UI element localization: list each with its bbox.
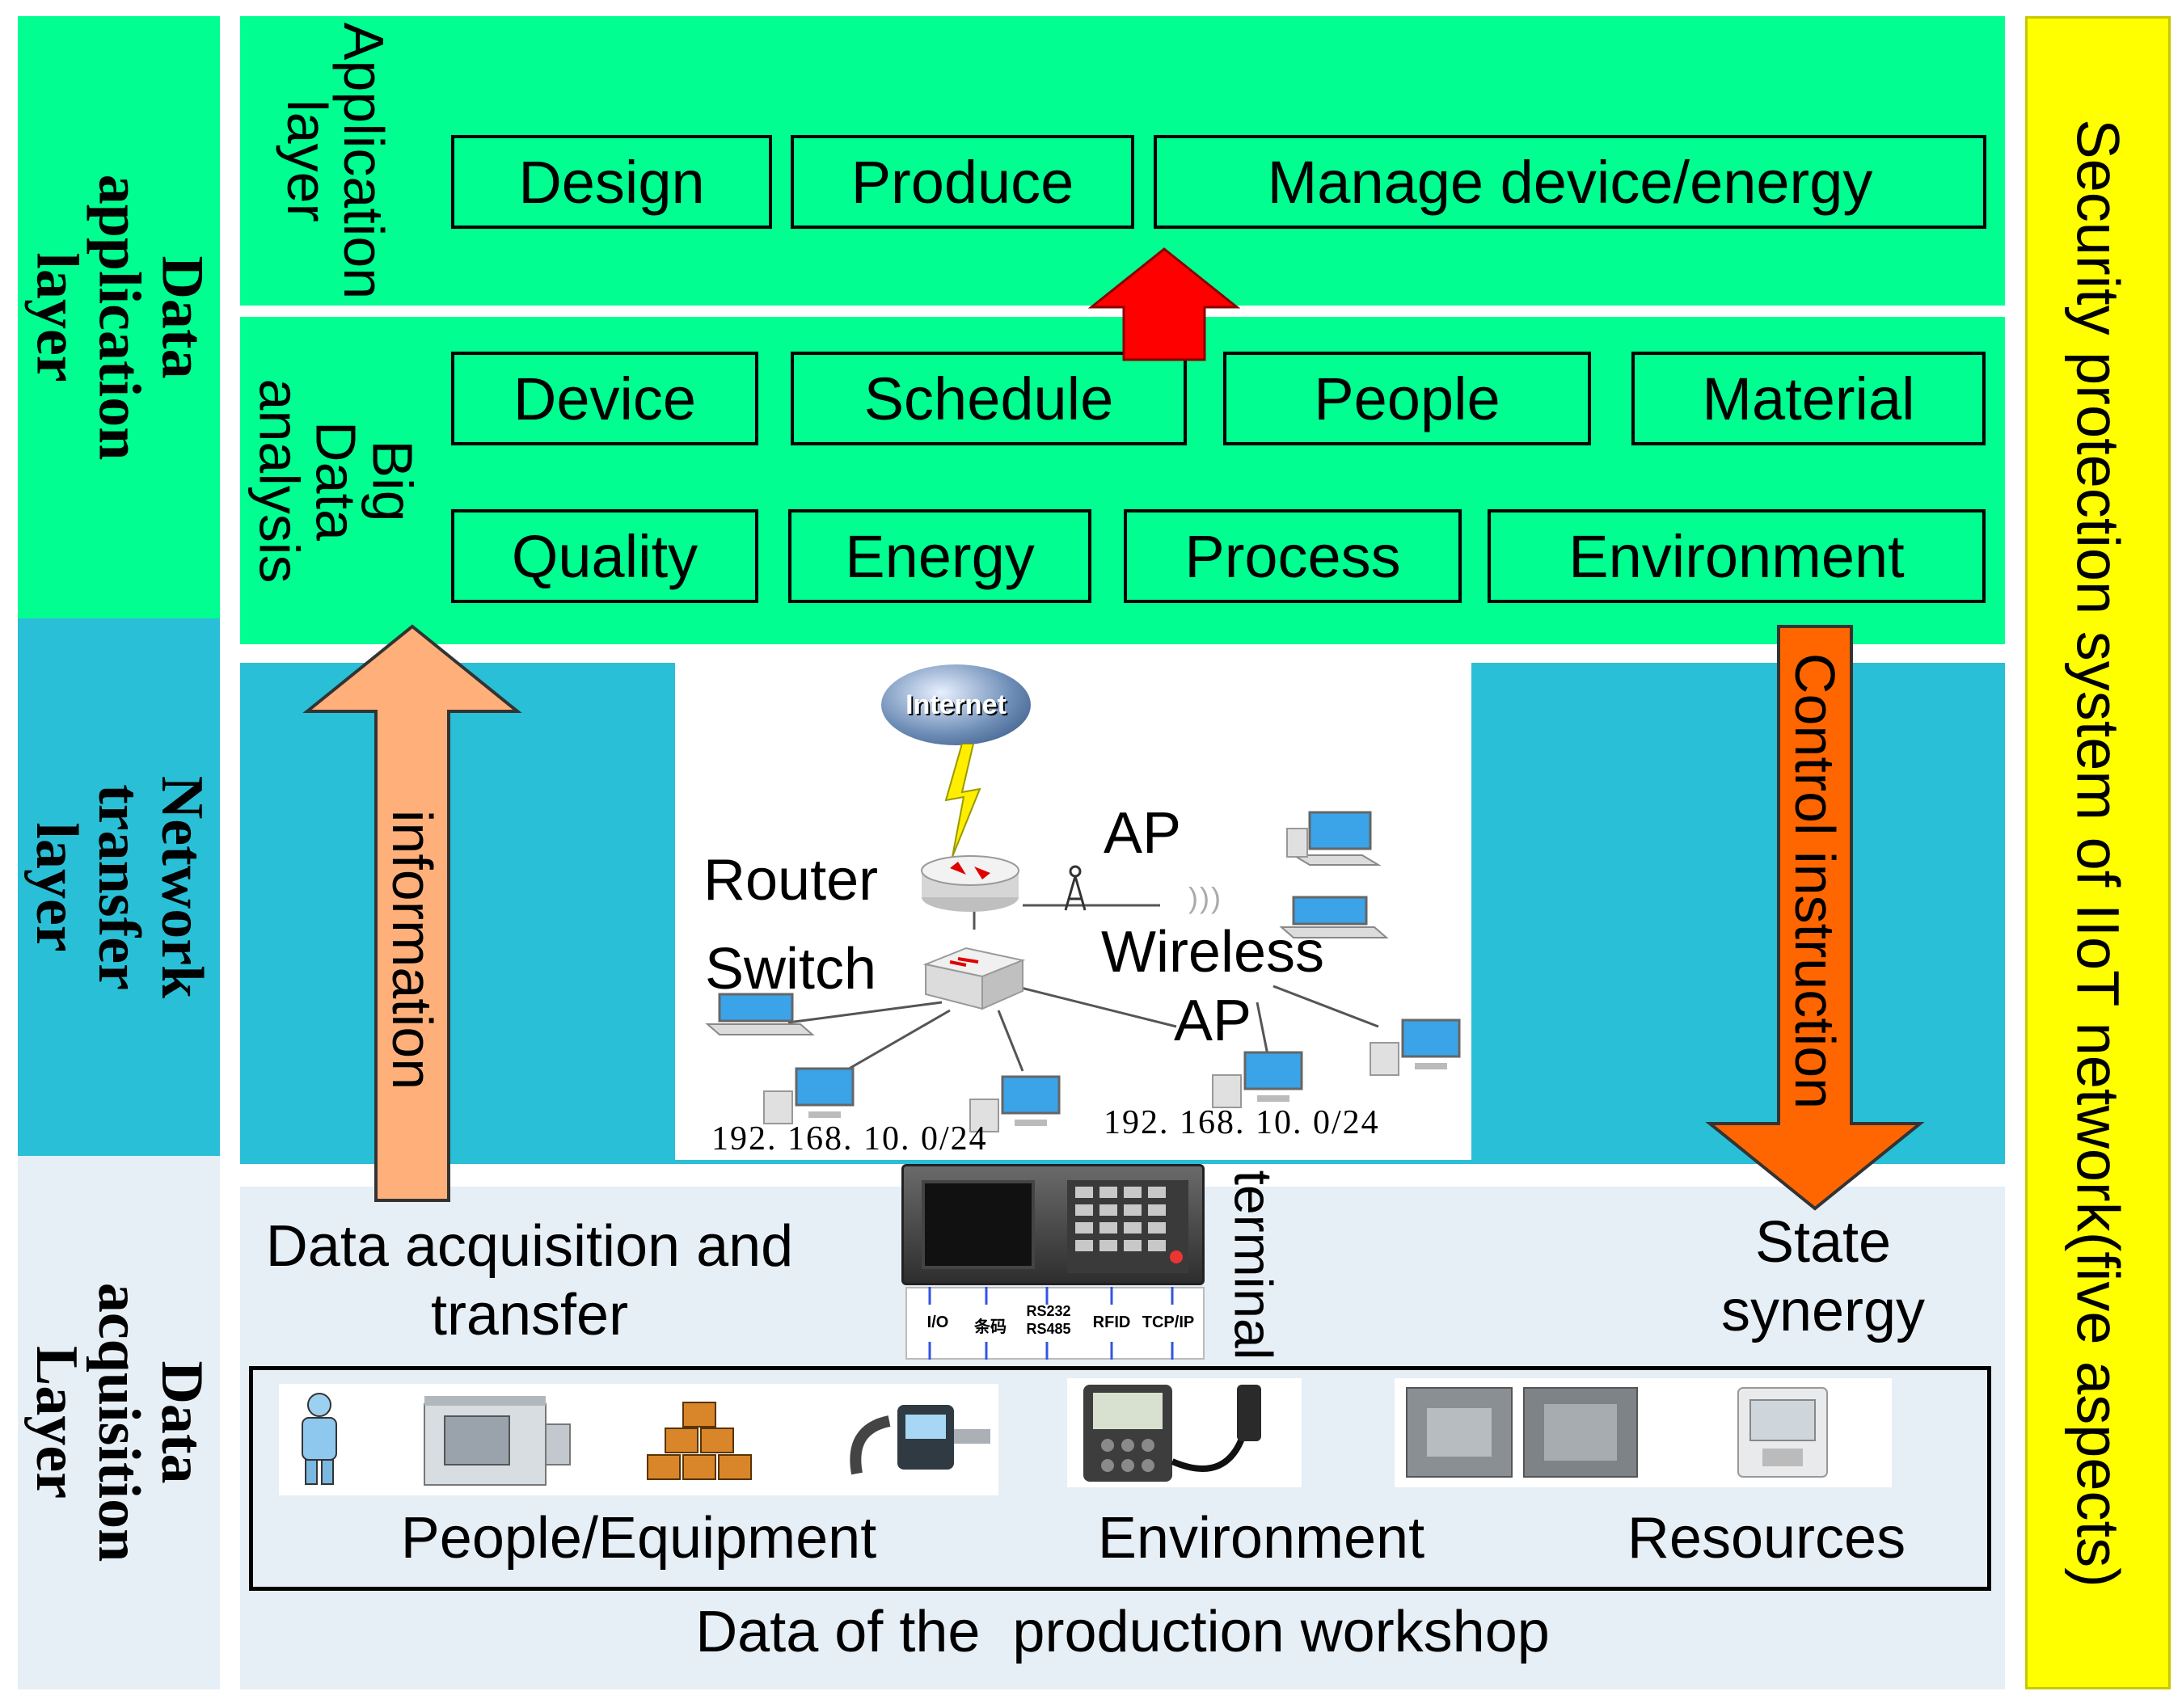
layer-band-network-transfer [18,618,220,1156]
workshop-group-people-equipment: People/Equipment [400,1506,877,1571]
desktop-pc-icon [969,1075,1061,1132]
information-label-wrap: information [376,711,449,1188]
terminal-port-strip [905,1287,1205,1360]
desktop-pc-icon [763,1067,855,1124]
ip-left-label: 192. 168. 10. 0/24 [711,1120,988,1158]
micrometer-icon [850,1405,990,1475]
laptop-icon [705,993,815,1035]
control-label-wrap: Control instruction [1779,639,1851,1124]
router-label: Router [703,848,879,913]
acq-left-caption: Data acquisition and transfer [265,1214,794,1347]
layer-label-data-application-wrap: Data application layer [18,16,220,618]
router-icon [921,855,1019,912]
terminal-label-wrap: terminal [1217,1164,1289,1366]
workshop-group-resources: Resources [1627,1506,1906,1571]
bd-item-material: Material [1631,352,1986,445]
desktop-pc-icon [1212,1051,1303,1108]
control-instruction-arrow [1705,625,1925,1211]
terminal-screen [922,1180,1035,1269]
app-item-produce: Produce [791,135,1134,229]
port-label-tcpip: TCP/IP [1142,1314,1195,1331]
worker-icon [302,1393,337,1485]
environment-meter-icon [1083,1385,1261,1482]
terminal-label: terminal [1223,1170,1283,1360]
ip-right-label: 192. 168. 10. 0/24 [1104,1104,1380,1141]
switch-icon [922,947,1026,1010]
layer-label-data-application: Data application layer [23,174,216,461]
port-lines [928,1287,1174,1360]
application-layer-label: Application layer [276,22,396,300]
workshop-caption: Data of the production workshop [695,1600,1550,1664]
cnc-machine-icon [424,1396,571,1486]
bd-item-quality: Quality [451,509,758,603]
app-item-design: Design [451,135,772,229]
layer-label-data-acquisition-wrap: Data acquisition Layer [18,1156,220,1689]
layer-band-data-acquisition [18,1156,220,1689]
layer-band-data-application [18,16,220,618]
people-equipment-image-strip [279,1384,998,1495]
bd-item-people: People [1223,352,1591,445]
laptop-icon [1279,896,1389,938]
electric-meter-icon [1737,1387,1828,1478]
port-label-rfid: RFID [1092,1314,1131,1331]
wifi-signal-icon: ))) [1188,881,1222,914]
laptop-icon [1286,811,1382,866]
bd-item-device: Device [451,352,758,445]
application-layer-label-wrap: Application layer [243,16,428,306]
layer-label-data-acquisition: Data acquisition Layer [23,1283,216,1563]
big-data-label: Big Data analysis [247,378,424,583]
acq-right-caption: State synergy [1720,1210,1926,1343]
port-label-barcode: 条码 [974,1318,1007,1336]
security-band [2025,16,2171,1689]
bd-item-schedule: Schedule [791,352,1187,445]
terminal-keypad-icon [1067,1180,1188,1273]
workshop-group-environment: Environment [1097,1506,1425,1571]
bd-item-energy: Energy [788,509,1091,603]
mold-icon [1406,1387,1638,1478]
switch-label: Switch [705,937,877,1002]
red-up-arrow [1087,247,1241,361]
app-item-manage: Manage device/energy [1154,135,1986,229]
lightning-icon [944,744,981,857]
information-arrow [302,624,522,1202]
information-label: information [381,809,444,1090]
desktop-pc-icon [1370,1018,1461,1076]
security-label: Security protection system of IIoT netwo… [2064,118,2132,1588]
layer-label-network-transfer: Network transfer layer [23,775,216,999]
network-links [787,897,1379,1084]
big-data-label-wrap: Big Data analysis [243,317,428,644]
layer-label-network-transfer-wrap: Network transfer layer [18,618,220,1156]
control-label: Control instruction [1783,652,1847,1110]
ap-label: AP [1104,801,1182,866]
internet-label: Internet [905,689,1007,720]
big-data-band [240,317,2005,644]
application-band [240,16,2005,306]
port-label-rs: RS232 RS485 [1026,1303,1071,1337]
ap-antenna-icon [1064,865,1087,911]
port-label-io: I/O [926,1314,949,1331]
material-boxes-icon [647,1402,752,1480]
security-label-wrap: Security protection system of IIoT netwo… [2025,16,2171,1689]
bd-item-environment: Environment [1488,509,1986,603]
bd-item-process: Process [1124,509,1462,603]
internet-globe-icon: Internet [881,664,1031,745]
workshop-box [249,1366,1991,1591]
